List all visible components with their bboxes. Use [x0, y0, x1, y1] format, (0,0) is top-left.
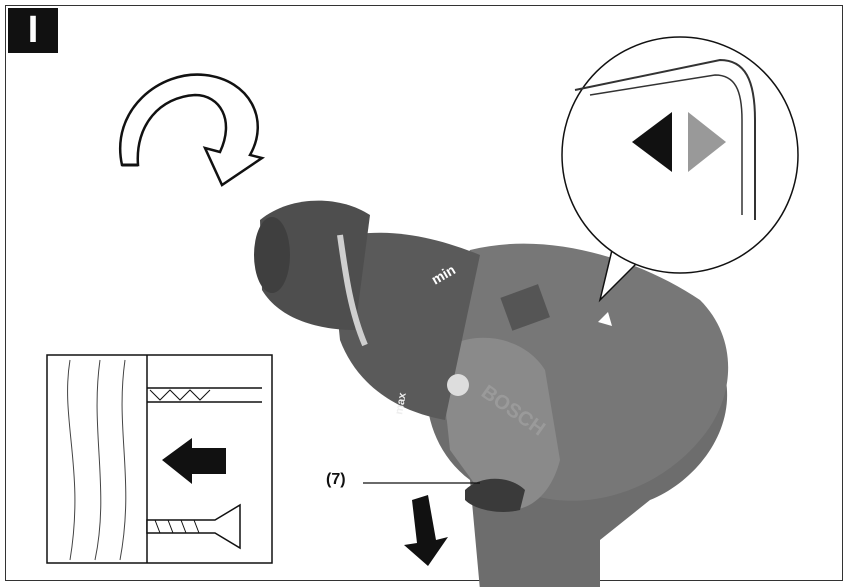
- drill-body: BOSCH min max: [254, 200, 729, 587]
- figure-label: I: [8, 8, 58, 53]
- drill-screw-inset: [46, 354, 273, 564]
- trigger-7: [465, 478, 525, 512]
- insert-arrow-icon: [162, 438, 226, 484]
- direction-switch-magnifier: [561, 36, 799, 326]
- rotation-arrow-icon: [119, 73, 266, 187]
- ring-max-text: max: [393, 391, 409, 416]
- direction-switch-icon: [632, 112, 726, 172]
- callout-7-label: (7): [326, 471, 346, 488]
- figure-frame: [5, 5, 843, 581]
- push-down-arrow-icon: [404, 495, 448, 566]
- brand-panel: [440, 337, 560, 510]
